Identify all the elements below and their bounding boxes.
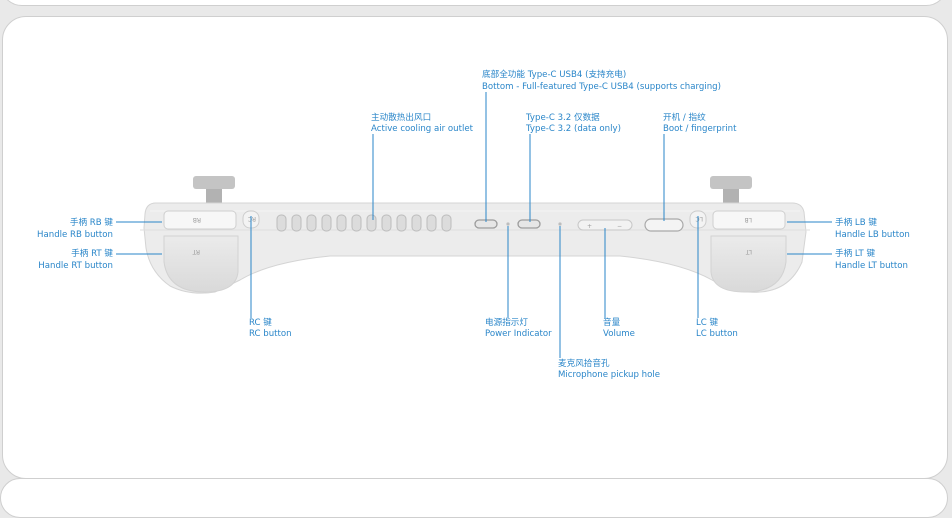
lt-button[interactable] (710, 235, 787, 293)
label-lc-en: LC button (696, 329, 738, 339)
air-vent-slots (276, 214, 452, 232)
volume-plus-mark: + (587, 223, 592, 230)
label-rt-cn: 手柄 RT 键 (71, 247, 113, 259)
label-power-led-en: Power Indicator (485, 329, 552, 339)
label-mic-en: Microphone pickup hole (558, 370, 660, 380)
label-power-led-cn: 电源指示灯 (485, 316, 528, 328)
lb-button[interactable] (712, 210, 786, 230)
label-rc-cn: RC 键 (249, 316, 272, 328)
label-boot-cn: 开机 / 指纹 (663, 111, 706, 123)
label-air-en: Active cooling air outlet (371, 124, 474, 134)
label-volume-en: Volume (603, 329, 635, 339)
label-rb-en: Handle RB button (37, 230, 113, 240)
label-rc-en: RC button (249, 329, 292, 339)
leader-lines (116, 92, 832, 358)
label-rb-cn: 手柄 RB 键 (70, 216, 114, 228)
label-lt-en: Handle LT button (835, 261, 908, 271)
rt-button-mark: RT (192, 248, 200, 255)
label-lt-cn: 手柄 LT 键 (835, 247, 876, 259)
typec32-port (517, 219, 541, 229)
left-thumbstick (710, 176, 752, 203)
bottom-card-edge (0, 478, 948, 518)
microphone-hole (558, 222, 562, 226)
rb-button-mark: RB (193, 216, 201, 223)
label-lb-cn: 手柄 LB 键 (835, 216, 877, 228)
label-usb4-cn: 底部全功能 Type-C USB4 (支持充电) (482, 68, 626, 80)
rc-button-mark: RC (248, 215, 256, 222)
label-typec32-en: Type-C 3.2 (data only) (525, 124, 621, 134)
volume-minus-mark: − (617, 223, 622, 230)
label-lb-en: Handle LB button (835, 230, 910, 240)
label-typec32-cn: Type-C 3.2 仅数据 (525, 111, 600, 123)
device-diagram: RB RT RC + − LC LB LT (37, 68, 910, 380)
rt-button[interactable] (163, 235, 239, 293)
label-air-cn: 主动散热出风口 (371, 111, 431, 123)
label-usb4-en: Bottom - Full-featured Type-C USB4 (supp… (482, 82, 721, 92)
lc-button-mark: LC (695, 215, 703, 222)
lt-button-mark: LT (745, 248, 752, 255)
label-boot-en: Boot / fingerprint (663, 124, 737, 134)
right-thumbstick (193, 176, 235, 203)
label-rt-en: Handle RT button (38, 261, 113, 271)
label-mic-cn: 麦克风拾音孔 (558, 357, 610, 369)
label-lc-cn: LC 键 (696, 316, 719, 328)
label-volume-cn: 音量 (603, 316, 621, 328)
rb-button[interactable] (163, 210, 237, 230)
power-indicator-led (506, 222, 510, 226)
lb-button-mark: LB (745, 216, 752, 223)
